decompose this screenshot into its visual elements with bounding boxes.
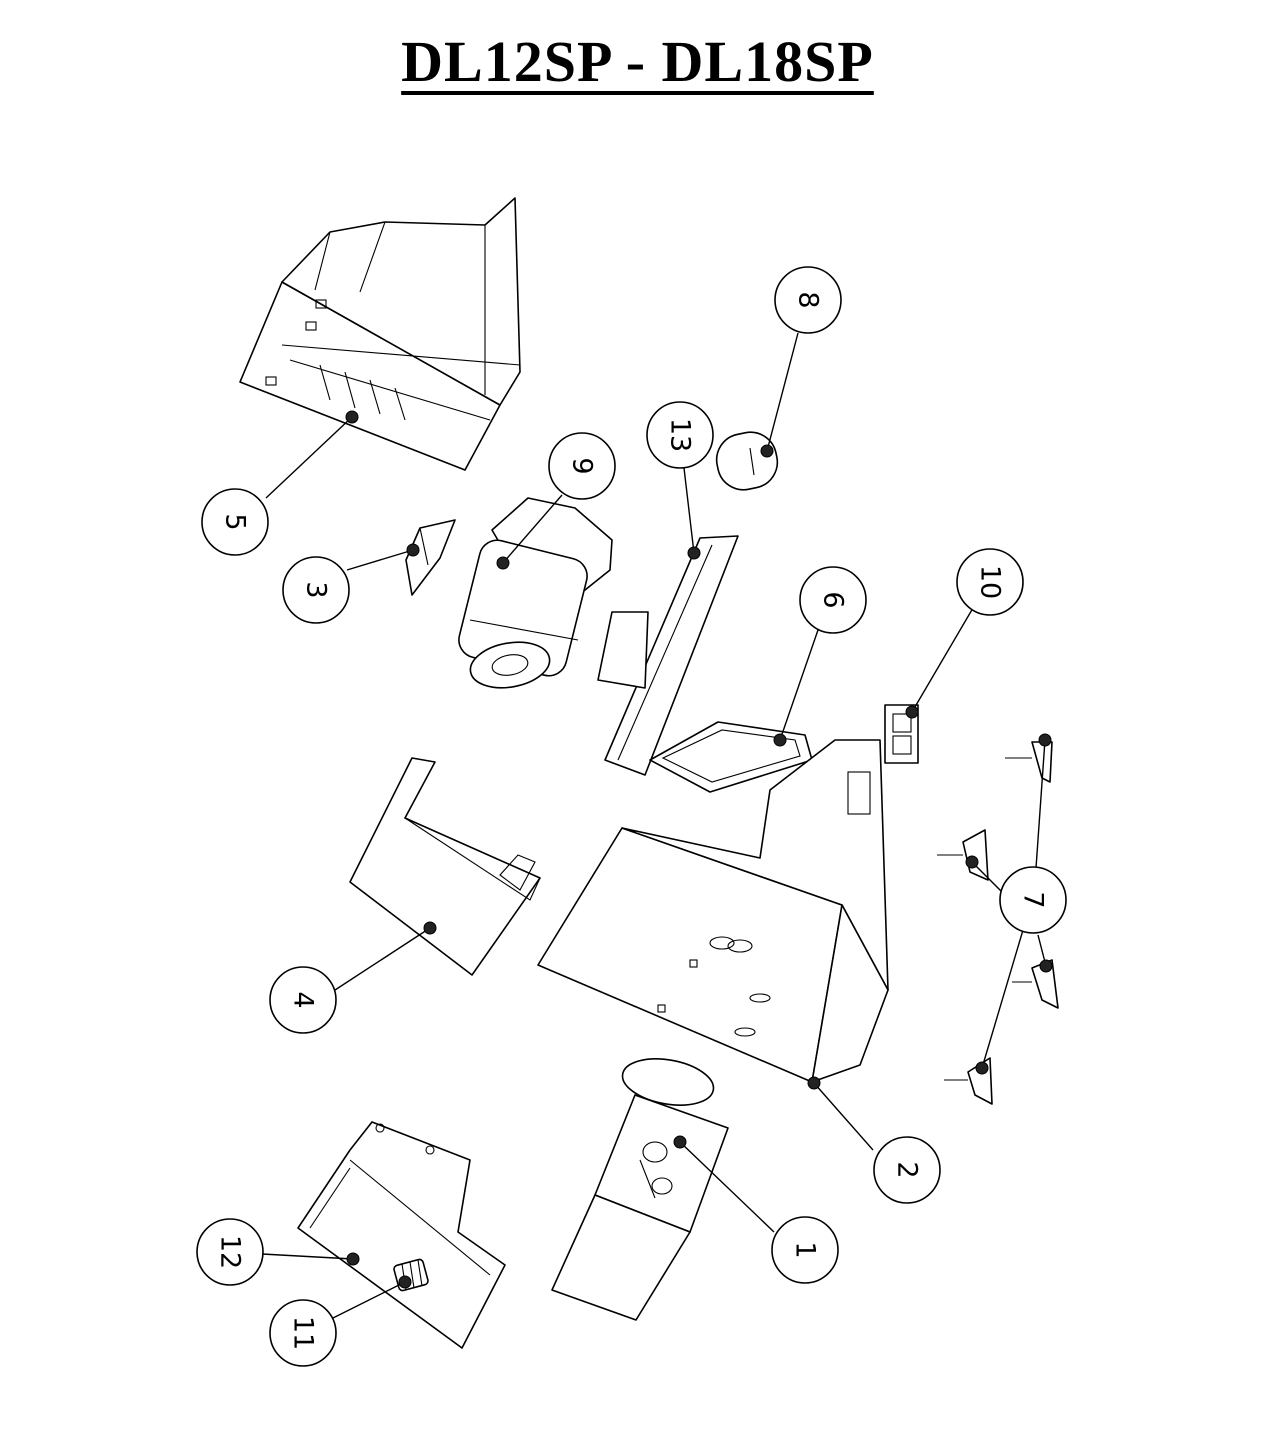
callout-label: 4	[288, 991, 319, 1008]
callout-10: 10	[956, 548, 1024, 616]
callout-4: 4	[269, 966, 337, 1034]
callout-label: 8	[793, 291, 824, 308]
part-hopper-housing	[239, 197, 521, 471]
attachment-dots	[345, 410, 1053, 1289]
callout-label: 10	[975, 565, 1006, 599]
part-side-cover	[349, 757, 541, 976]
callout-13: 13	[646, 401, 714, 469]
callout-label: 12	[215, 1235, 246, 1269]
callout-label: 2	[892, 1161, 923, 1178]
part-front-panel	[297, 1121, 506, 1349]
callout-3: 3	[282, 556, 350, 624]
callout-label: 13	[665, 418, 696, 452]
callout-label: 9	[567, 457, 598, 474]
page-title: DL12SP - DL18SP	[401, 29, 874, 94]
part-base-cabinet	[537, 739, 889, 1083]
part-bracket	[405, 519, 456, 596]
callout-2: 2	[873, 1136, 941, 1204]
callout-label: 6	[818, 591, 849, 608]
callout-label: 7	[1018, 891, 1049, 908]
callout-label: 1	[790, 1241, 821, 1258]
callout-label: 5	[220, 513, 251, 530]
callout-9: 9	[548, 432, 616, 500]
callout-7: 7	[999, 866, 1067, 934]
callout-label: 3	[301, 581, 332, 598]
callout-12: 12	[196, 1218, 264, 1286]
part-pulley-assembly	[551, 1058, 729, 1321]
part-capacitor	[715, 431, 779, 491]
part-support-plate	[597, 535, 739, 776]
callout-label: 11	[288, 1316, 319, 1350]
callout-6: 6	[799, 566, 867, 634]
part-motor	[458, 497, 613, 689]
callout-8: 8	[774, 266, 842, 334]
part-gasket	[649, 721, 813, 793]
callout-5: 5	[201, 488, 269, 556]
callout-11: 11	[269, 1299, 337, 1367]
leader-lines	[261, 332, 1047, 1319]
callout-1: 1	[771, 1216, 839, 1284]
